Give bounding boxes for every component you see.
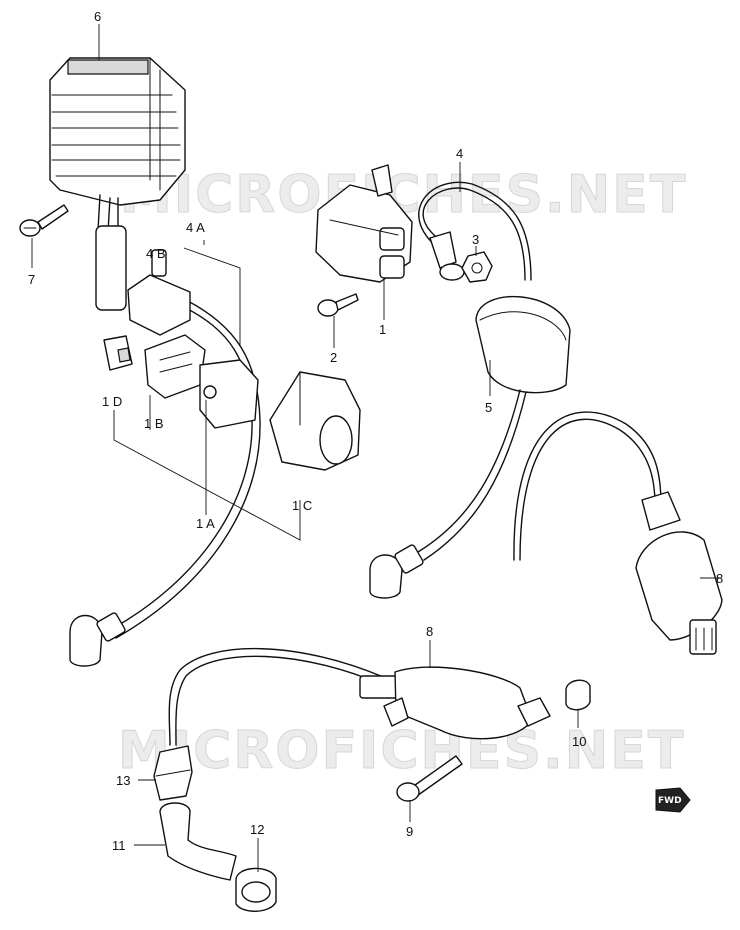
watermark-top: MICROFICHES.NET — [120, 165, 687, 225]
label-1c: 1 C — [292, 498, 312, 513]
label-2: 2 — [330, 350, 337, 365]
label-1: 1 — [379, 322, 386, 337]
nut-3 — [461, 251, 493, 283]
label-4b: 4 B — [146, 246, 166, 261]
bolt-9 — [396, 755, 463, 802]
label-9: 9 — [406, 824, 413, 839]
label-1b: 1 B — [144, 416, 164, 431]
label-11: 11 — [112, 838, 126, 853]
label-8-upper: 8 — [716, 571, 723, 586]
cap-12 — [235, 867, 277, 912]
starter-relay — [315, 164, 413, 283]
label-1d: 1 D — [102, 394, 122, 409]
grommet-13 — [153, 745, 193, 801]
watermark-bottom: MICROFICHES.NET — [118, 721, 685, 781]
label-8-lower: 8 — [426, 624, 433, 639]
label-7: 7 — [28, 272, 35, 287]
label-6: 6 — [94, 9, 101, 24]
label-13: 13 — [116, 773, 130, 788]
bolt-7 — [19, 204, 69, 237]
elbow-11 — [159, 802, 237, 881]
cap-10 — [565, 679, 591, 711]
fwd-label: FWD — [658, 796, 682, 806]
label-5: 5 — [485, 400, 492, 415]
label-4a: 4 A — [186, 220, 205, 235]
label-3: 3 — [472, 232, 479, 247]
terminal-boot-5 — [369, 295, 571, 599]
ignition-coil-upper — [513, 411, 723, 655]
ignition-coil-lower — [168, 647, 551, 746]
fwd-arrow-icon: FWD — [655, 787, 691, 813]
regulator-rectifier — [49, 57, 186, 311]
wiring-harness — [69, 249, 361, 667]
label-4: 4 — [456, 146, 463, 161]
label-10: 10 — [572, 734, 586, 749]
label-1a: 1 A — [196, 516, 215, 531]
label-12: 12 — [250, 822, 264, 837]
screw-2 — [317, 293, 359, 317]
cable-4 — [418, 181, 532, 281]
